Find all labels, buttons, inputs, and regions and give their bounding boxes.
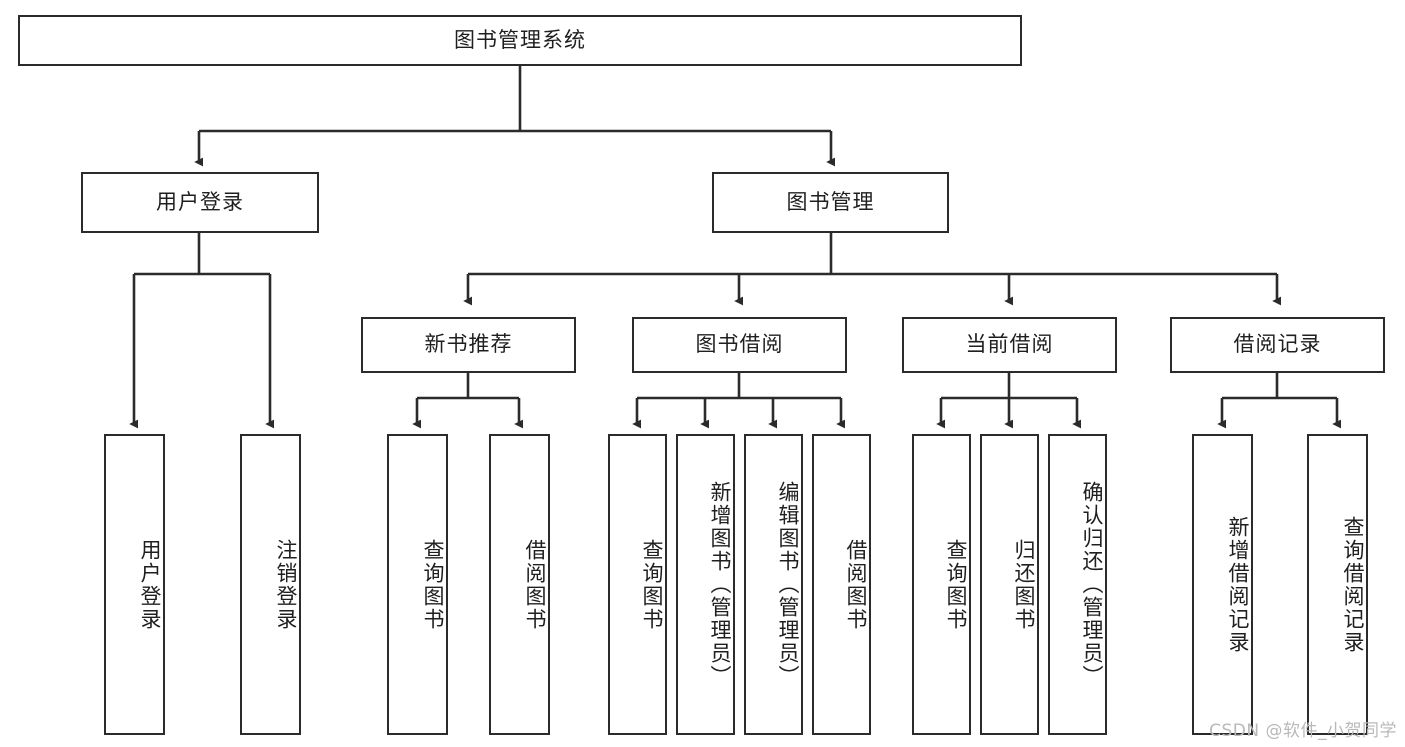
node-new-book-recommend-label: 新书推荐 — [424, 332, 513, 357]
node-book-borrow-label: 图书借阅 — [695, 332, 784, 357]
node-user-login-label: 用户登录 — [156, 189, 244, 214]
leaf-confirm-return-label: 确认归还（管理员） — [1080, 481, 1104, 688]
node-root[interactable]: 图书管理系统 — [18, 15, 1022, 66]
leaf-query-book-2[interactable]: 查询图书 — [608, 434, 667, 735]
leaf-return-book[interactable]: 归还图书 — [980, 434, 1039, 735]
leaf-logout[interactable]: 注销登录 — [240, 434, 301, 735]
leaf-borrow-book-1[interactable]: 借阅图书 — [489, 434, 550, 735]
leaf-query-record[interactable]: 查询借阅记录 — [1307, 434, 1368, 735]
node-current-borrow[interactable]: 当前借阅 — [902, 317, 1117, 373]
leaf-query-book-1-label: 查询图书 — [421, 538, 445, 631]
leaf-query-book-3[interactable]: 查询图书 — [912, 434, 971, 735]
leaf-user-login-label: 用户登录 — [138, 538, 162, 631]
node-borrow-record-label: 借阅记录 — [1233, 332, 1322, 357]
leaf-confirm-return[interactable]: 确认归还（管理员） — [1048, 434, 1107, 735]
leaf-query-record-label: 查询借阅记录 — [1341, 515, 1365, 654]
leaf-borrow-book-2-label: 借阅图书 — [844, 538, 868, 631]
leaf-edit-book[interactable]: 编辑图书（管理员） — [744, 434, 803, 735]
node-root-label: 图书管理系统 — [454, 27, 586, 52]
leaf-query-book-1[interactable]: 查询图书 — [387, 434, 448, 735]
leaf-add-book[interactable]: 新增图书（管理员） — [676, 434, 735, 735]
node-book-manage[interactable]: 图书管理 — [712, 172, 949, 233]
node-book-borrow[interactable]: 图书借阅 — [632, 317, 847, 373]
node-user-login[interactable]: 用户登录 — [81, 172, 319, 233]
leaf-edit-book-label: 编辑图书（管理员） — [776, 481, 800, 688]
leaf-borrow-book-1-label: 借阅图书 — [523, 538, 547, 631]
leaf-add-record-label: 新增借阅记录 — [1226, 515, 1250, 654]
node-current-borrow-label: 当前借阅 — [965, 332, 1054, 357]
leaf-add-book-label: 新增图书（管理员） — [708, 481, 732, 688]
leaf-user-login[interactable]: 用户登录 — [104, 434, 165, 735]
leaf-logout-label: 注销登录 — [274, 538, 298, 631]
leaf-query-book-2-label: 查询图书 — [640, 538, 664, 631]
node-new-book-recommend[interactable]: 新书推荐 — [361, 317, 576, 373]
csdn-watermark: CSDN @软件_小贺同学 — [1209, 721, 1397, 741]
leaf-query-book-3-label: 查询图书 — [944, 538, 968, 631]
leaf-add-record[interactable]: 新增借阅记录 — [1192, 434, 1253, 735]
leaf-borrow-book-2[interactable]: 借阅图书 — [812, 434, 871, 735]
node-borrow-record[interactable]: 借阅记录 — [1170, 317, 1385, 373]
node-book-manage-label: 图书管理 — [786, 189, 875, 214]
leaf-return-book-label: 归还图书 — [1012, 538, 1036, 631]
